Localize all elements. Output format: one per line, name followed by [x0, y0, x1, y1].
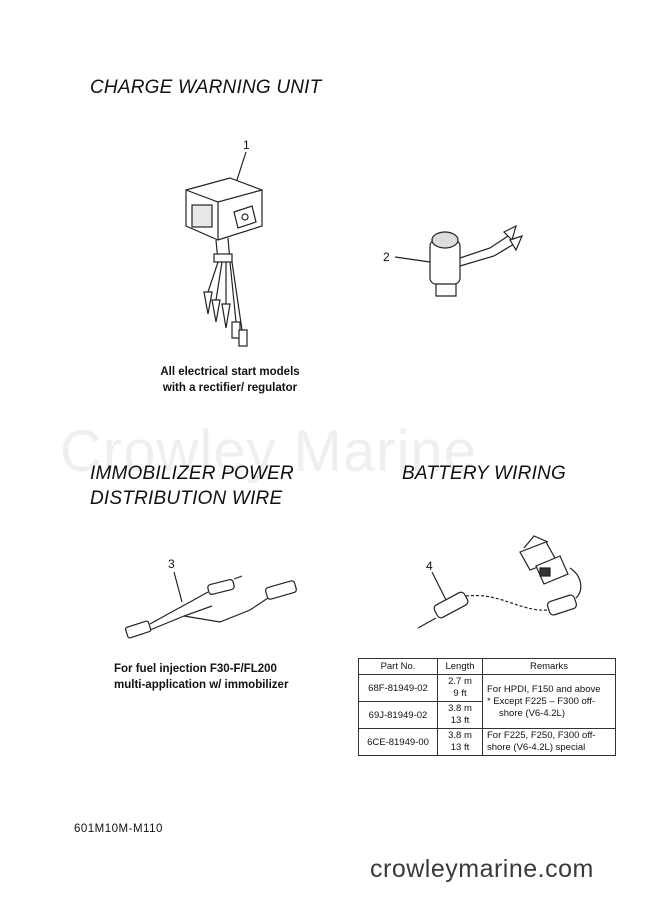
cell-remarks: For F225, F250, F300 off- shore (V6-4.2L… — [482, 728, 616, 756]
remarks-line: shore (V6-4.2L) — [499, 707, 566, 719]
header-remarks: Remarks — [482, 658, 616, 675]
length-ft: 13 ft — [450, 715, 470, 726]
caption-charge-line-2: with a rectifier/ regulator — [162, 382, 298, 394]
document-code: 601M10M-M110 — [74, 823, 163, 835]
cell-length: 2.7 m 9 ft — [437, 674, 483, 702]
cell-part-no: 68F-81949-02 — [358, 674, 438, 702]
website-text: crowleymarine.com — [370, 855, 594, 883]
remarks-line: For F225, F250, F300 off- — [487, 730, 596, 741]
remarks-line: For HPDI, F150 and above — [487, 683, 601, 695]
callout-4: 4 — [426, 559, 433, 573]
remarks-line: shore (V6-4.2L) special — [487, 742, 586, 753]
table-row: 69J-81949-02 3.8 m 13 ft — [358, 701, 616, 729]
heading-immobilizer-line-2: DISTRIBUTION WIRE — [90, 488, 283, 509]
parts-table-header-row: Part No. Length Remarks — [358, 658, 616, 675]
header-part-no: Part No. — [358, 658, 438, 675]
length-m: 3.8 m — [448, 730, 472, 741]
caption-immobilizer-line-1: For fuel injection F30-F/FL200 — [114, 663, 277, 675]
length-ft: 9 ft — [453, 688, 467, 699]
length-ft: 13 ft — [450, 742, 470, 753]
callout-3: 3 — [168, 557, 175, 571]
length-m: 3.8 m — [448, 703, 472, 714]
length-m: 2.7 m — [448, 676, 472, 687]
heading-battery-wiring: BATTERY WIRING — [402, 463, 566, 484]
caption-charge-line-1: All electrical start models — [160, 366, 300, 378]
parts-table: Part No. Length Remarks 68F-81949-02 2.7… — [358, 658, 616, 756]
callout-1: 1 — [243, 138, 250, 152]
cell-length: 3.8 m 13 ft — [437, 701, 483, 729]
table-row: 68F-81949-02 2.7 m 9 ft For HPDI, F150 a… — [358, 674, 616, 729]
table-row: 6CE-81949-00 3.8 m 13 ft For F225, F250,… — [358, 728, 616, 756]
remarks-line: * Except F225 – F300 off- — [487, 695, 596, 707]
cell-part-no: 69J-81949-02 — [358, 701, 438, 729]
watermark-text: Crowley Marine — [60, 419, 477, 484]
cell-length: 3.8 m 13 ft — [437, 728, 483, 756]
heading-immobilizer-line-1: IMMOBILIZER POWER — [90, 463, 294, 484]
cell-part-no: 6CE-81949-00 — [358, 728, 438, 756]
cell-remarks-shared: For HPDI, F150 and above * Except F225 –… — [482, 674, 616, 729]
header-length: Length — [437, 658, 483, 675]
callout-2: 2 — [383, 250, 390, 264]
heading-charge-warning-unit: CHARGE WARNING UNIT — [90, 77, 322, 98]
caption-immobilizer-line-2: multi-application w/ immobilizer — [114, 679, 289, 691]
